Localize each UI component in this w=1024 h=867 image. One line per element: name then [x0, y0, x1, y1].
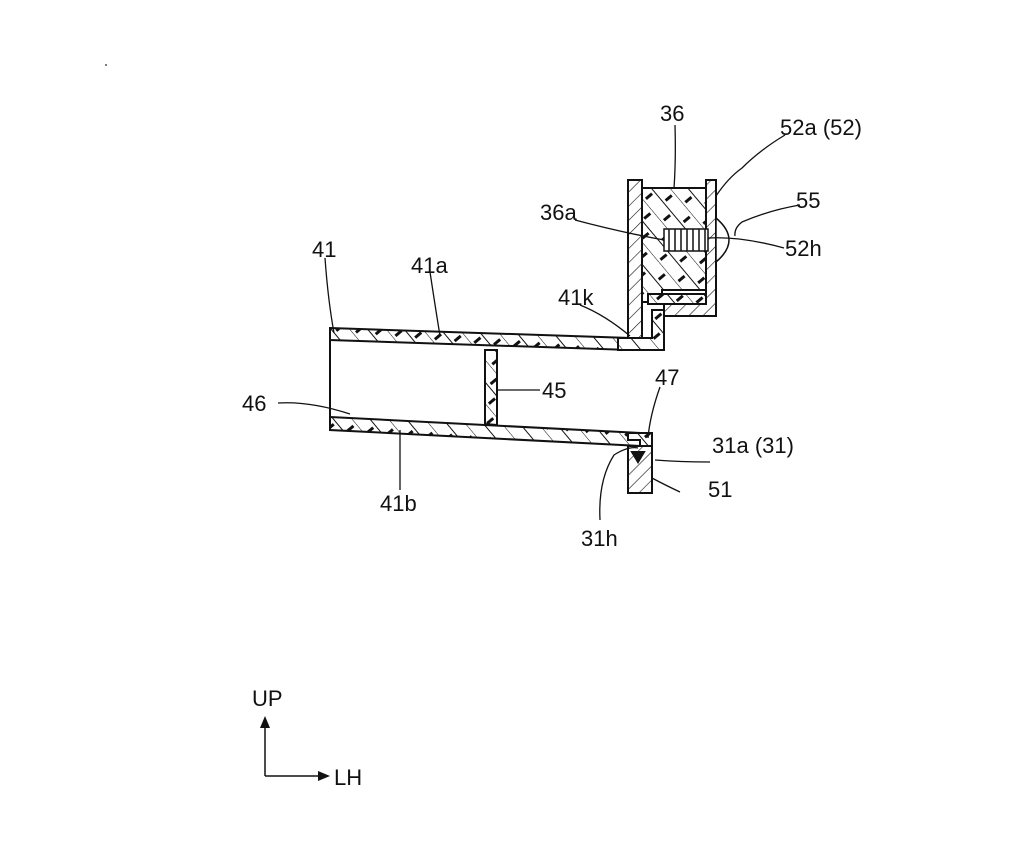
label-47: 47 — [655, 365, 679, 390]
screw-head-55 — [715, 216, 730, 264]
label-31a: 31a (31) — [712, 433, 794, 458]
plate-31a — [627, 445, 653, 494]
label-41: 41 — [312, 237, 336, 262]
label-31h: 31h — [581, 526, 618, 551]
labels: 36 52a (52) 55 36a 52h 41 41a 41k 46 45 … — [242, 101, 862, 551]
leader-lines — [277, 124, 801, 521]
upper-wall-41a — [329, 326, 631, 352]
plate-left — [627, 179, 643, 339]
partition-45 — [484, 349, 498, 427]
label-52h: 52h — [785, 236, 822, 261]
label-41b: 41b — [380, 491, 417, 516]
label-45: 45 — [542, 378, 566, 403]
duct-41 — [329, 309, 665, 448]
up-arrow-icon — [260, 716, 270, 728]
lh-arrow-icon — [318, 771, 330, 781]
orientation-indicator: UP LH — [252, 686, 362, 790]
mount-36 — [627, 179, 730, 339]
label-up: UP — [252, 686, 283, 711]
label-55: 55 — [796, 188, 820, 213]
label-46: 46 — [242, 391, 266, 416]
speck-mark — [105, 64, 107, 66]
label-36: 36 — [660, 101, 684, 126]
label-lh: LH — [334, 765, 362, 790]
thread-36a — [663, 228, 709, 252]
label-36a: 36a — [540, 200, 577, 225]
label-52a: 52a (52) — [780, 115, 862, 140]
label-51: 51 — [708, 477, 732, 502]
label-41k: 41k — [558, 285, 594, 310]
seal-31h — [630, 451, 646, 464]
shelf — [647, 293, 707, 305]
label-41a: 41a — [411, 253, 448, 278]
plate-51 — [627, 445, 653, 494]
